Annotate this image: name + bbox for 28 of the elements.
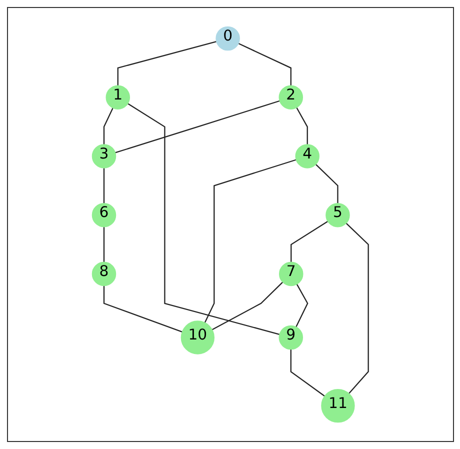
- connector: [117, 40, 218, 86]
- node-circle: 0: [216, 26, 240, 51]
- connector: [114, 100, 280, 154]
- node-circle: 3: [92, 144, 116, 168]
- node-circle: 10: [180, 320, 215, 354]
- connector: [238, 42, 292, 86]
- node-circle: 7: [278, 262, 304, 286]
- node-circle: 11: [321, 388, 355, 423]
- connector: [290, 220, 328, 263]
- connector: [315, 164, 338, 204]
- connector: [295, 284, 308, 328]
- node-circle: 8: [92, 262, 116, 286]
- connector: [103, 226, 105, 263]
- connector: [127, 102, 280, 336]
- connector: [290, 348, 326, 397]
- node-circle: 2: [278, 85, 304, 110]
- connector: [296, 106, 308, 145]
- connector: [204, 159, 297, 324]
- connector: [103, 107, 114, 145]
- connector: [103, 285, 183, 333]
- node-circle: 1: [106, 85, 130, 110]
- connector: [345, 222, 369, 394]
- node-circle: 9: [278, 325, 304, 350]
- connector: [212, 281, 284, 330]
- node-circle: 5: [326, 202, 350, 228]
- node-circle: 4: [295, 144, 320, 168]
- connector: [103, 168, 105, 204]
- node-circle: 6: [92, 202, 116, 228]
